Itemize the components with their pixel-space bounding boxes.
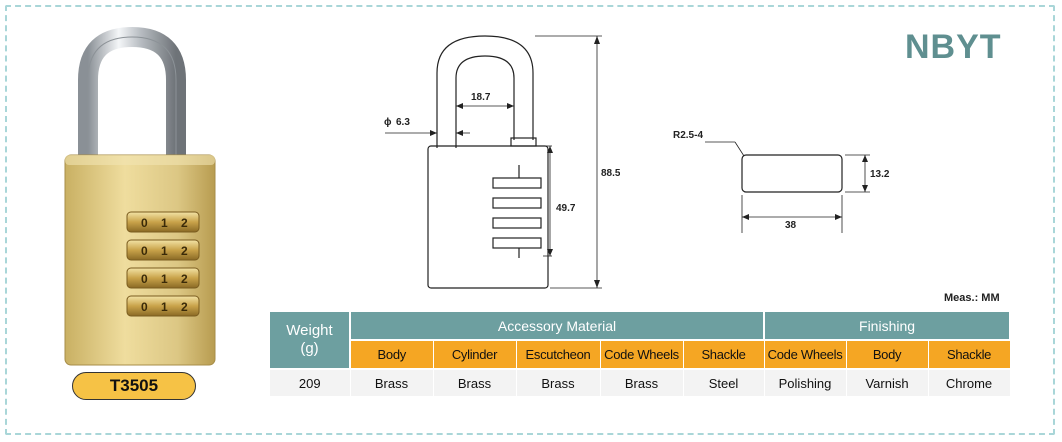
table-cell: Varnish: [846, 368, 929, 396]
weight-header-unit: (g): [300, 340, 319, 357]
column-header: Code Wheels: [764, 339, 847, 369]
table-cell: Chrome: [928, 368, 1011, 396]
column-header: Body: [350, 339, 434, 369]
table-cell: Brass: [600, 368, 684, 396]
wheel-digit: 0: [141, 216, 148, 230]
front-view-drawing: 18.7 ϕ 6.3 88.5 49.7: [380, 28, 621, 298]
units-note: Meas.: MM: [944, 292, 1000, 304]
column-header: Code Wheels: [600, 339, 684, 369]
table-cell: Brass: [516, 368, 601, 396]
table-cell: Polishing: [764, 368, 847, 396]
column-header: Shackle: [683, 339, 765, 369]
combination-padlock-illustration: 0 1 2 0 1 2 0 1 2 0 1 2: [64, 26, 216, 366]
table-row: 209 Brass Brass Brass Brass Steel Polish…: [270, 368, 1011, 396]
finishing-header: Finishing: [764, 312, 1012, 340]
front-view-svg: 18.7 ϕ 6.3 88.5 49.7: [384, 35, 621, 289]
wheel-digit: 0: [141, 272, 148, 286]
table-cell: Brass: [433, 368, 517, 396]
wheel-digit: 1: [161, 272, 168, 286]
wheel-digit: 2: [181, 272, 188, 286]
wheel-digit: 1: [161, 300, 168, 314]
wheel-digit: 2: [181, 216, 188, 230]
column-header: Escutcheon: [516, 339, 601, 369]
column-header: Shackle: [928, 339, 1011, 369]
wheel-digit: 2: [181, 300, 188, 314]
code-wheels: 0 1 2 0 1 2 0 1 2 0 1 2: [126, 211, 200, 317]
product-image: 0 1 2 0 1 2 0 1 2 0 1 2: [55, 25, 225, 370]
dim-width: 38: [785, 220, 797, 231]
side-view-svg: R2.5-4 13.2 38: [673, 130, 890, 233]
table-cell: 209: [270, 368, 351, 396]
spec-table: Weight (g) Accessory Material Finishing …: [270, 312, 1012, 396]
wheel-digit: 0: [141, 300, 148, 314]
page-frame: [5, 5, 1055, 435]
dim-total-height: 88.5: [601, 168, 620, 179]
weight-header-label: Weight: [286, 322, 333, 339]
dim-corner-radius: R2.5-4: [673, 130, 703, 141]
accessory-material-header: Accessory Material: [350, 312, 766, 340]
dim-shackle-diameter: 6.3: [396, 117, 410, 128]
column-header: Body: [846, 339, 929, 369]
wheel-digit: 1: [161, 244, 168, 258]
dim-shackle-width: 18.7: [471, 92, 491, 103]
wheel-digit: 2: [181, 244, 188, 258]
wheel-digit: 1: [161, 216, 168, 230]
diameter-symbol: ϕ: [384, 117, 392, 128]
table-cell: Brass: [350, 368, 434, 396]
wheel-digit: 0: [141, 244, 148, 258]
side-view-drawing: R2.5-4 13.2 38: [665, 125, 905, 245]
model-badge: T3505: [72, 372, 196, 400]
weight-header: Weight (g): [270, 312, 351, 369]
dim-thickness: 13.2: [870, 169, 890, 180]
column-header: Cylinder: [433, 339, 517, 369]
brand-logo: NBYT: [905, 28, 1002, 66]
dim-body-height: 49.7: [556, 203, 576, 214]
table-cell: Steel: [683, 368, 765, 396]
